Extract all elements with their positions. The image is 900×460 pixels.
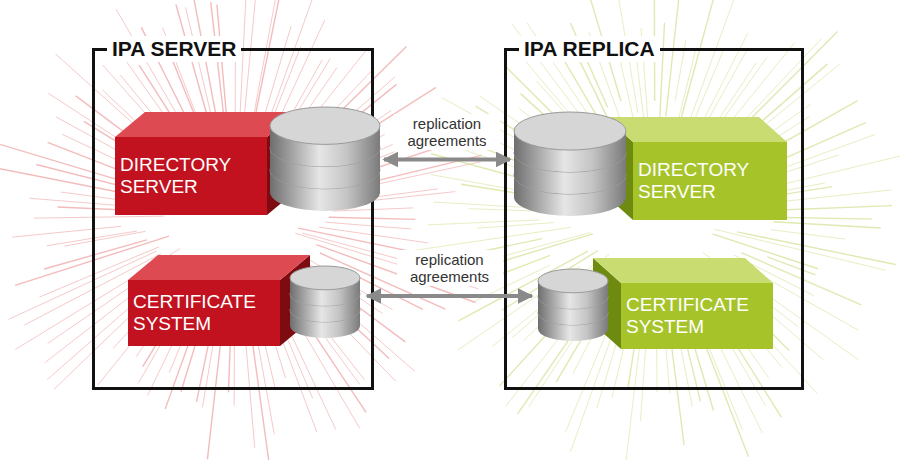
group-title: IPA SERVER [107,36,241,62]
box-face: CERTIFICATE SYSTEM [621,283,773,349]
ray-line [34,216,164,218]
ray-line [284,277,364,379]
ray-line [428,220,539,225]
box-face: DIRECTORY SERVER [115,137,267,215]
box-label: DIRECTORY SERVER [120,154,262,198]
box-top [128,255,310,280]
service-box: CERTIFICATE SYSTEM [128,250,364,347]
box-front [633,142,787,220]
ray-line [771,230,845,239]
ray-line [12,226,121,237]
ray-line [289,265,389,358]
ray-line [666,0,679,116]
box-front [115,137,267,215]
ray-line [737,232,896,265]
box-front [621,283,773,349]
box-top [605,117,787,142]
ray-line [292,60,322,114]
edge-label: replication agreements [394,114,500,150]
disk-top [538,269,608,293]
service-box: DIRECTORY SERVER [115,105,381,217]
disk-top [270,107,380,144]
ray-line [686,0,743,131]
box-label: DIRECTORY SERVER [638,159,782,203]
ray-line [477,223,554,229]
box-label: CERTIFICATE SYSTEM [626,294,768,338]
disk-top [290,266,360,290]
replication-arrow [384,158,510,162]
ray-line [44,240,147,269]
replication-arrow [367,294,532,298]
ray-line [774,222,881,228]
box-front [128,280,280,346]
server-group: IPA REPLICADIRECTORY SERVERCERTIFICATE S… [504,48,804,390]
ray-line [254,0,275,112]
edge-label: replication agreements [397,250,503,286]
ray-line [217,5,227,127]
ray-line [65,231,146,246]
group-title: IPA REPLICA [519,36,660,62]
ray-line [660,23,665,123]
box-face: CERTIFICATE SYSTEM [128,280,280,346]
ray-line [517,275,613,414]
ray-line [767,257,815,275]
service-box: CERTIFICATE SYSTEM [535,253,773,350]
server-group: IPA SERVERDIRECTORY SERVERCERTIFICATE SY… [92,48,374,390]
ray-line [116,9,177,115]
ray-line [176,4,209,121]
service-box: DIRECTORY SERVER [513,110,787,222]
ray-line [705,33,748,118]
ray-line [325,222,411,229]
disk-top [514,112,626,150]
box-top [593,258,773,283]
ray-line [194,0,218,125]
ray-line [415,227,571,250]
box-face: DIRECTORY SERVER [633,142,787,220]
box-label: CERTIFICATE SYSTEM [133,291,275,335]
